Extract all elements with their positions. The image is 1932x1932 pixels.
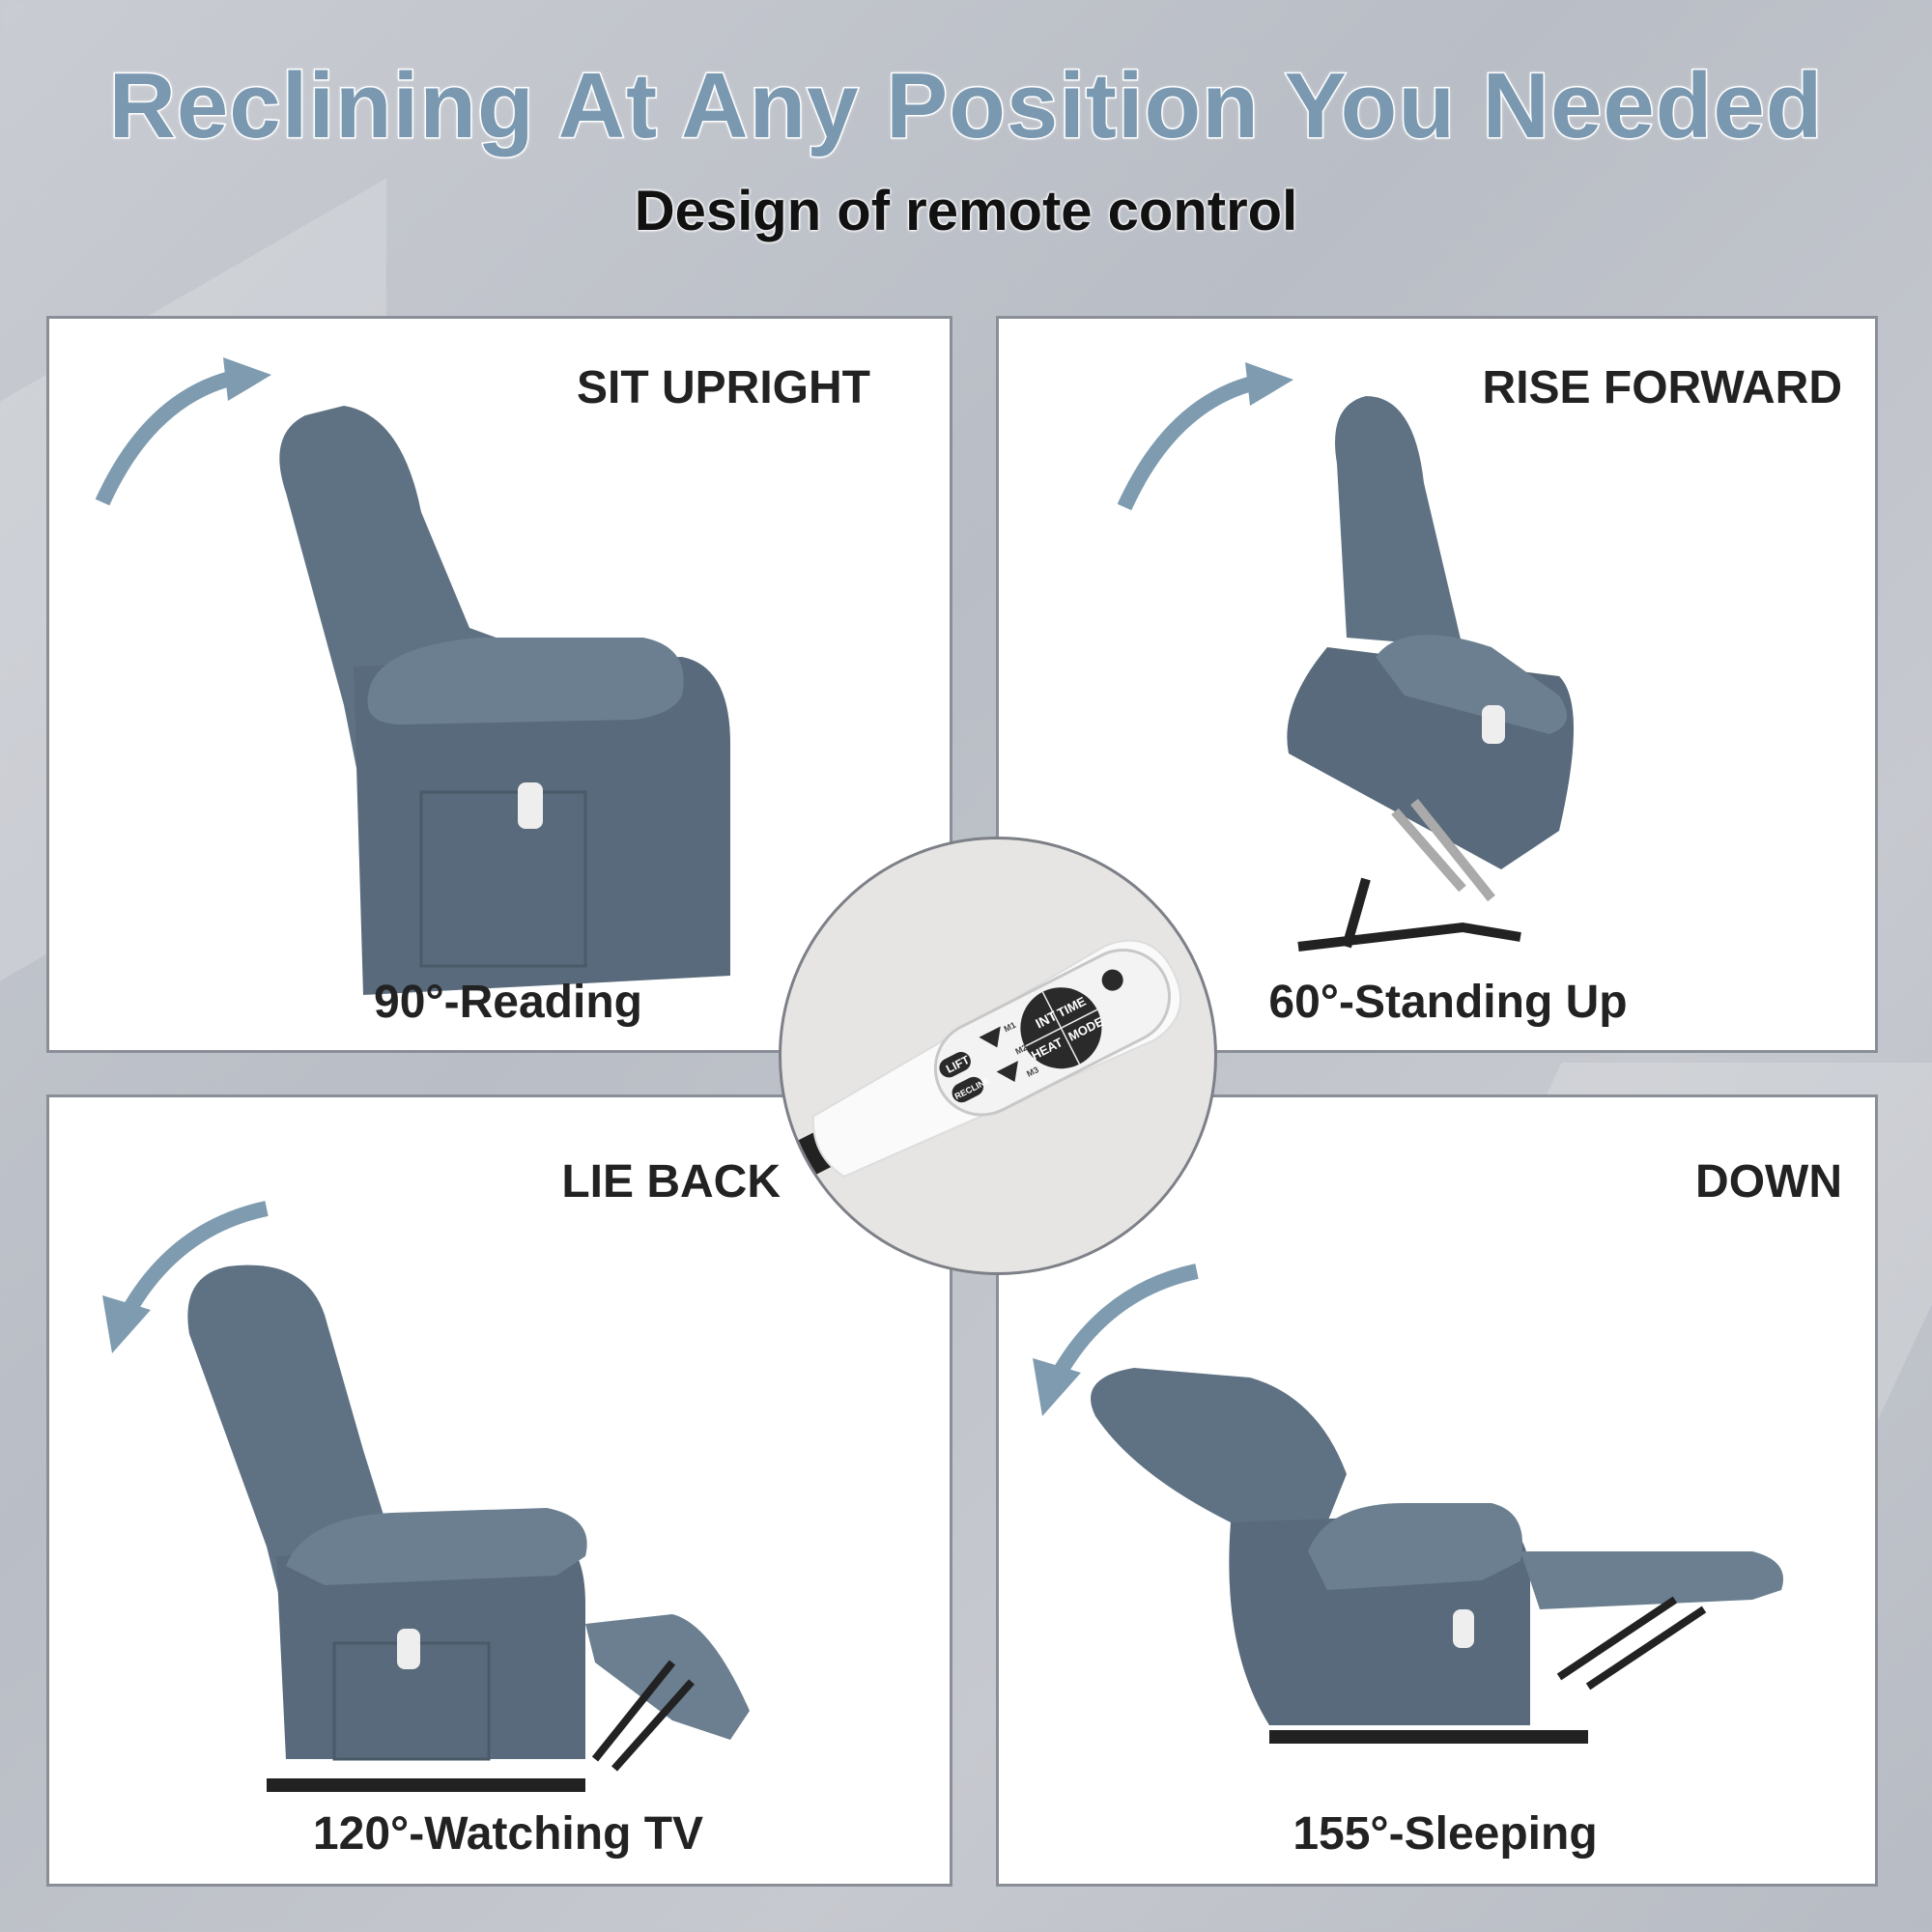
recliner-chair-lifted-image	[1287, 396, 1574, 952]
panel-heading: DOWN	[1695, 1156, 1842, 1208]
down-triangle-icon	[996, 1061, 1018, 1083]
page-subtitle: Design of remote control	[634, 180, 1298, 242]
panel-heading: SIT UPRIGHT	[576, 362, 870, 413]
panel-caption: 120°-Watching TV	[312, 1808, 704, 1860]
panel-caption: 90°-Reading	[374, 977, 642, 1028]
panel-heading: LIE BACK	[561, 1156, 781, 1208]
panel-caption: 60°-Standing Up	[1268, 977, 1628, 1028]
panel-heading: RISE FORWARD	[1482, 362, 1842, 413]
panel-down: DOWN 155°-Sleeping	[996, 1094, 1878, 1887]
up-triangle-icon	[979, 1026, 1001, 1048]
panel-caption: 155°-Sleeping	[1293, 1808, 1598, 1860]
panel-sit-upright: SIT UPRIGHT 90°-Reading	[46, 316, 952, 1053]
page-title: Reclining At Any Position You Needed	[107, 53, 1824, 159]
panel-lie-back: LIE BACK 120°-Watching TV	[46, 1094, 952, 1887]
recliner-chair-upright-image	[279, 406, 730, 995]
recliner-chair-flat-image	[1091, 1368, 1783, 1744]
recliner-chair-reclined-image	[187, 1264, 750, 1792]
remote-control-image: INT TIME HEAT MODE LIFT RECLINE M1 M2 M3	[793, 939, 1181, 1179]
remote-control-inset: INT TIME HEAT MODE LIFT RECLINE M1 M2 M3	[779, 837, 1217, 1275]
power-button-icon	[1101, 969, 1123, 991]
